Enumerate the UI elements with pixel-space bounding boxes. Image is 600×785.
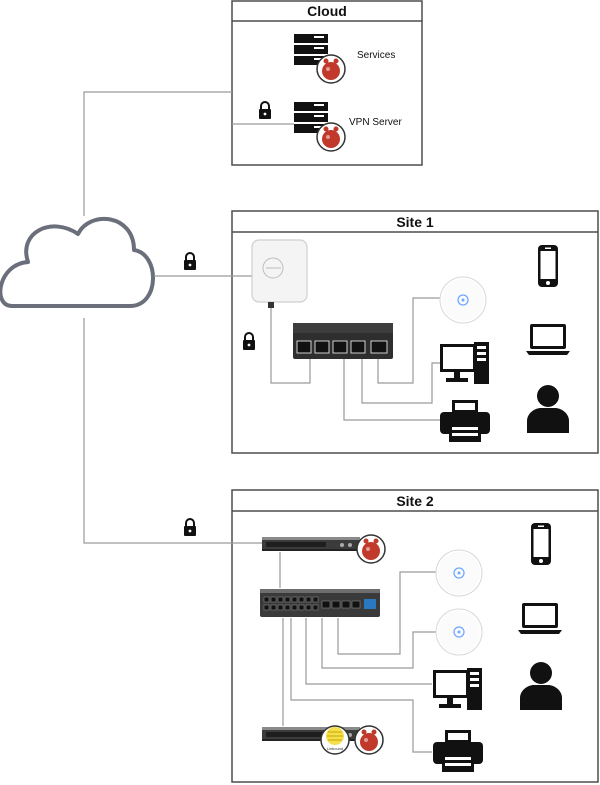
modem-to-router-line (270, 308, 311, 384)
vpn-server-label: VPN Server (349, 117, 402, 128)
site2-access-point-1-icon (435, 549, 483, 597)
vpn-logo-icon (316, 122, 346, 152)
site2-switch-icon (260, 589, 380, 617)
site1-access-point-icon (439, 276, 487, 324)
site1-lock-icon (183, 252, 197, 271)
services-label: Services (357, 50, 395, 61)
router-to-printer-line (343, 357, 440, 421)
site1-title: Site 1 (396, 214, 434, 230)
site2-access-point-2-icon (435, 608, 483, 656)
router-icon (293, 323, 393, 359)
services-logo-icon (316, 54, 346, 84)
cloud-to-site2-line (83, 318, 262, 544)
switch-to-ap1-line (337, 571, 437, 655)
unbound-logo-text: Unbound (327, 746, 343, 751)
router-to-desktop-line (361, 357, 440, 404)
cloud-box-title: Cloud (307, 3, 347, 19)
router-to-ap-line (377, 297, 440, 384)
site2-firewall-icon (262, 537, 360, 551)
site2-server-logo-icon (354, 725, 384, 755)
switch-to-printer-line (290, 618, 432, 753)
site2-phone-icon (531, 523, 551, 565)
cloud-to-services-line (83, 91, 232, 216)
site2-lock-icon (183, 518, 197, 537)
site1-phone-icon (538, 245, 558, 287)
site2-title: Site 2 (396, 493, 434, 509)
lte-modem-icon (251, 239, 308, 308)
internet-cloud-icon (0, 217, 155, 308)
site2-firewall-logo-icon (356, 534, 386, 564)
switch-to-ap2-line (321, 618, 437, 669)
unbound-logo-icon: Unbound (320, 725, 350, 755)
switch-to-desktop-line (305, 618, 432, 685)
